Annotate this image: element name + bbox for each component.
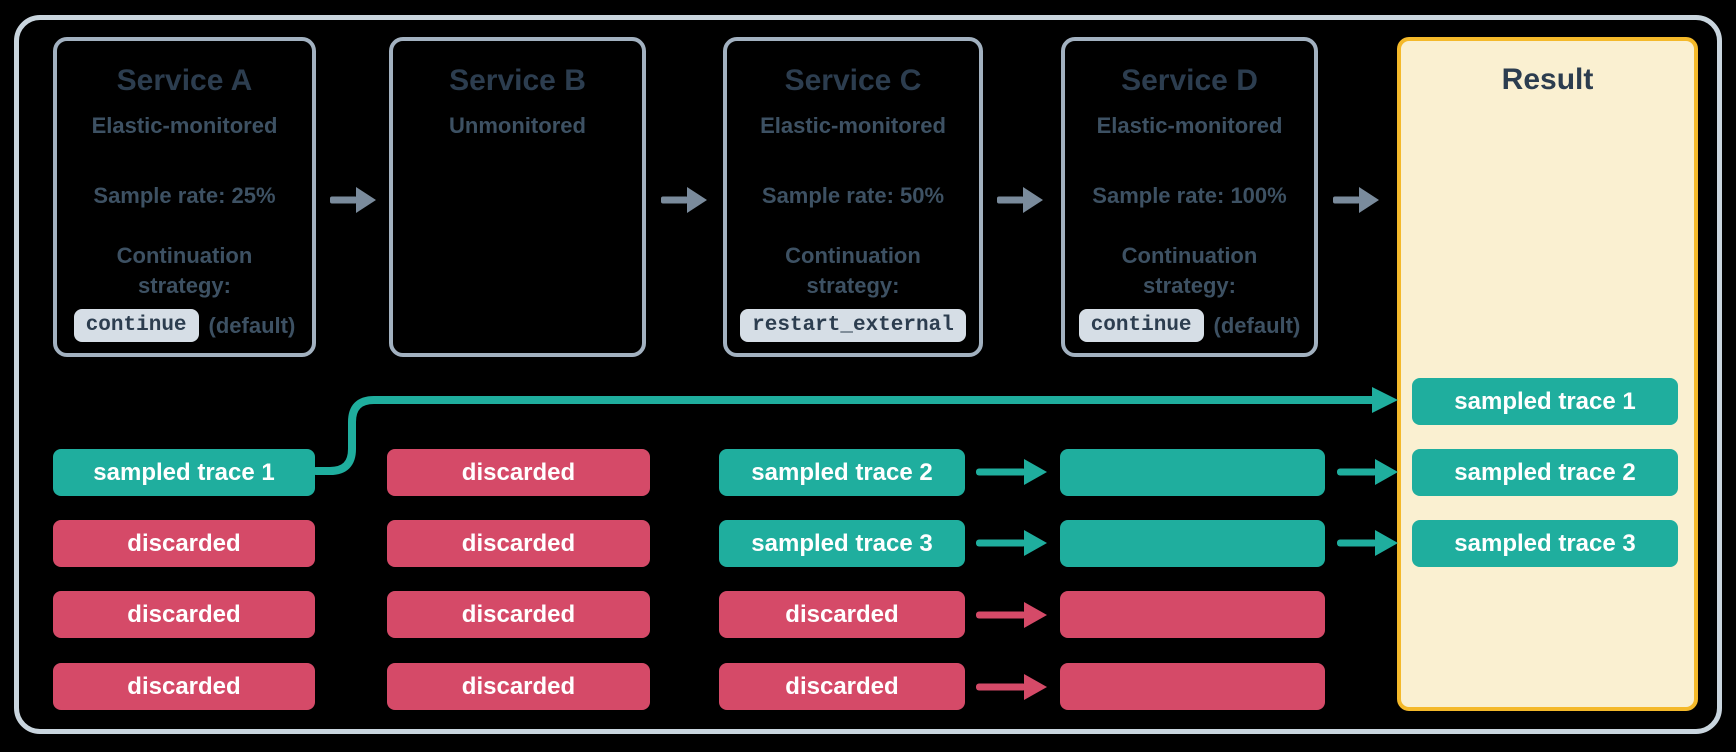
service-box-d: Service D Elastic-monitored Sample rate:…	[1061, 37, 1318, 357]
strategy-code-chip: continue	[1078, 309, 1204, 342]
service-flow-arrow-icon	[661, 186, 707, 214]
trace-chip: discarded	[719, 591, 965, 638]
trace-chip: discarded	[53, 520, 315, 567]
trace-flow-arrow-icon	[976, 601, 1047, 629]
trace-chip	[1060, 663, 1325, 710]
service-strategy-label: Continuation strategy:	[1121, 243, 1258, 298]
strategy-default-label: (default)	[1213, 312, 1301, 338]
trace-chip: discarded	[387, 591, 650, 638]
service-monitoring-label: Elastic-monitored	[91, 113, 278, 138]
result-box: Result	[1397, 37, 1698, 711]
result-title: Result	[1501, 63, 1594, 96]
service-title: Service B	[449, 64, 586, 97]
trace-chip: sampled trace 2	[719, 449, 965, 496]
trace-chip: discarded	[387, 663, 650, 710]
trace-flow-arrow-icon	[1337, 529, 1398, 557]
service-box-b: Service B Unmonitored	[389, 37, 646, 357]
strategy-code-chip: continue	[73, 309, 199, 342]
service-sample-rate: Sample rate: 100%	[1092, 183, 1287, 208]
trace-chip: sampled trace 3	[719, 520, 965, 567]
result-trace-chip: sampled trace 3	[1412, 520, 1678, 567]
trace-flow-arrow-icon	[976, 529, 1047, 557]
diagram-frame	[14, 15, 1722, 734]
service-strategy-label: Continuation strategy:	[116, 243, 253, 298]
service-box-a: Service A Elastic-monitored Sample rate:…	[53, 37, 316, 357]
trace-chip: discarded	[53, 591, 315, 638]
trace-chip: discarded	[719, 663, 965, 710]
service-flow-arrow-icon	[1333, 186, 1379, 214]
trace-flow-arrow-icon	[976, 458, 1047, 486]
result-trace-chip: sampled trace 1	[1412, 378, 1678, 425]
trace-chip	[1060, 591, 1325, 638]
trace-chip	[1060, 449, 1325, 496]
service-monitoring-label: Elastic-monitored	[1096, 113, 1283, 138]
service-title: Service D	[1121, 64, 1258, 97]
trace-chip	[1060, 520, 1325, 567]
service-monitoring-label: Elastic-monitored	[760, 113, 946, 138]
service-monitoring-label: Unmonitored	[449, 113, 586, 138]
trace-flow-arrow-icon	[1337, 458, 1398, 486]
service-flow-arrow-icon	[997, 186, 1043, 214]
trace-chip: discarded	[53, 663, 315, 710]
service-strategy-label: Continuation strategy:	[785, 243, 921, 298]
trace-chip: discarded	[387, 449, 650, 496]
service-title: Service C	[784, 64, 922, 97]
strategy-code-chip: restart_external	[740, 309, 966, 342]
trace-flow-arrow-icon	[976, 673, 1047, 701]
result-trace-chip: sampled trace 2	[1412, 449, 1678, 496]
strategy-default-label: (default)	[208, 312, 296, 338]
trace-chip: discarded	[387, 520, 650, 567]
service-title: Service A	[116, 64, 253, 97]
trace-chip: sampled trace 1	[53, 449, 315, 496]
service-sample-rate: Sample rate: 50%	[761, 183, 945, 208]
service-sample-rate: Sample rate: 25%	[93, 183, 276, 208]
service-box-c: Service C Elastic-monitored Sample rate:…	[723, 37, 983, 357]
service-flow-arrow-icon	[330, 186, 376, 214]
